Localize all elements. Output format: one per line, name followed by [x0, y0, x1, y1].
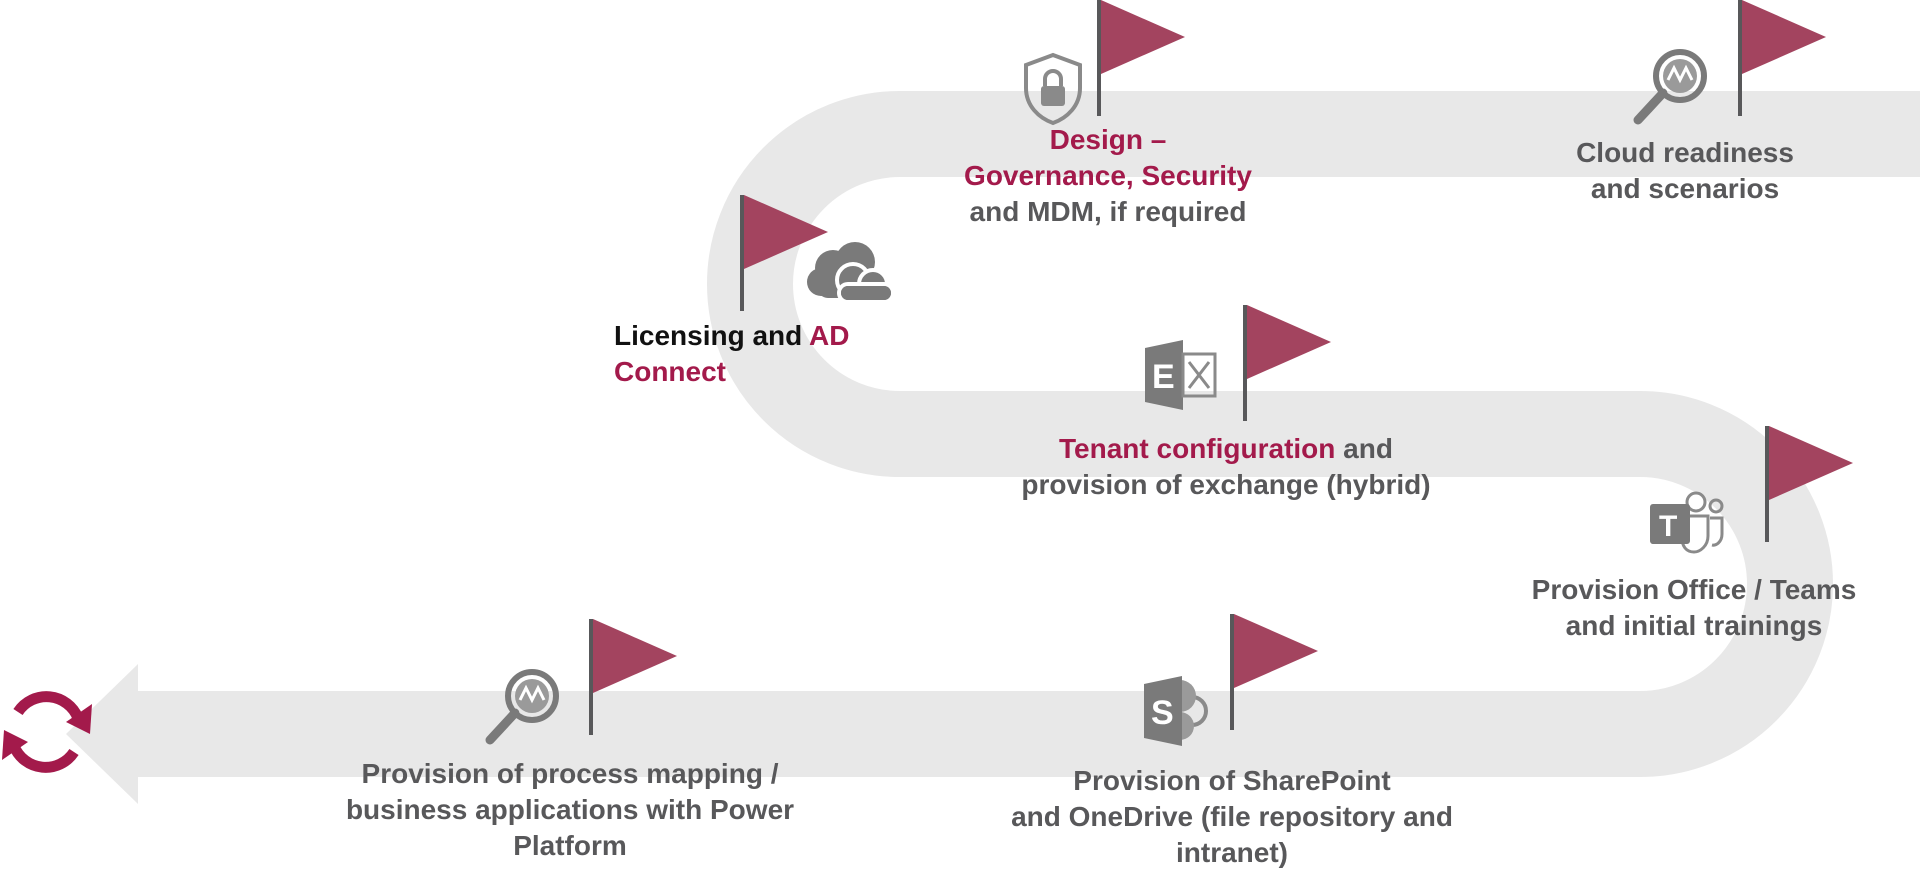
- svg-text:S: S: [1151, 694, 1174, 732]
- milestone-flag-sharepoint: [1230, 614, 1318, 730]
- milestone-flag-cloud: [1738, 0, 1826, 116]
- milestone-label-tenant: Tenant configuration and provision of ex…: [1021, 433, 1431, 500]
- milestone-flag-tenant: [1243, 305, 1331, 421]
- milestone-label-process: Provision of process mapping / business …: [345, 758, 795, 861]
- sharepoint-icon: S: [1144, 676, 1208, 746]
- teams-icon: T: [1650, 491, 1724, 554]
- exchange-icon: E: [1145, 340, 1217, 410]
- milestone-flag-teams: [1765, 426, 1853, 542]
- magnifier-icon: [485, 669, 559, 745]
- milestone-flag-process: [589, 619, 677, 735]
- milestone-label-sharepoint: Provision of SharePoint and OneDrive (fi…: [1011, 765, 1453, 868]
- milestone-label-cloud: Cloud readiness and scenarios: [1576, 137, 1794, 204]
- milestone-label-teams: Provision Office / Teams and initial tra…: [1531, 574, 1857, 641]
- refresh-cycle-icon: [2, 691, 92, 773]
- magnifier-icon: [1633, 49, 1707, 125]
- svg-text:T: T: [1659, 510, 1677, 543]
- milestone-flag-design: [1097, 0, 1185, 116]
- shield-lock-icon: [1024, 52, 1082, 126]
- svg-text:E: E: [1152, 358, 1175, 396]
- milestone-label-design: Design – Governance, Security and MDM, i…: [964, 124, 1252, 227]
- milestone-label-licensing: Licensing and AD Connect: [614, 320, 850, 387]
- cloud-icon: [807, 242, 895, 304]
- milestone-flag-licensing: [740, 195, 828, 311]
